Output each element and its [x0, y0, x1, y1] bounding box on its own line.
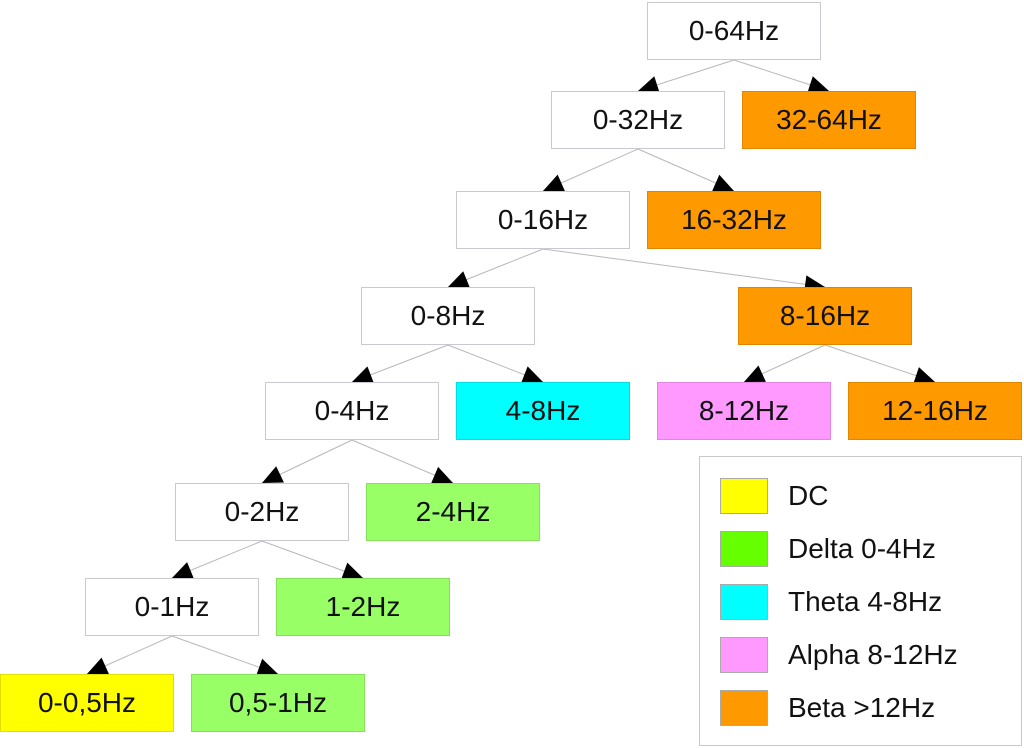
- legend-label-dc: DC: [788, 480, 829, 511]
- edge-arrowhead: [521, 366, 543, 384]
- edge-arrowhead: [913, 367, 935, 385]
- legend-label-alpha: Alpha 8-12Hz: [788, 639, 958, 670]
- node-0-8hz: 0-8Hz: [361, 287, 535, 345]
- legend-item-alpha: Alpha 8-12Hz: [720, 637, 958, 673]
- node-32-64hz: 32-64Hz: [742, 91, 916, 149]
- node-0-32hz: 0-32Hz: [551, 91, 725, 149]
- edge-arrowhead: [341, 562, 363, 580]
- node-0-4hz: 0-4Hz: [265, 382, 439, 440]
- node-4-8hz: 4-8Hz: [456, 382, 630, 440]
- node-16-32hz: 16-32Hz: [647, 191, 821, 249]
- edge-arrowhead: [256, 658, 278, 676]
- node-0-0-5hz: 0-0,5Hz: [0, 674, 174, 732]
- legend-item-dc: DC: [720, 478, 828, 514]
- node-2-4hz: 2-4Hz: [366, 483, 540, 541]
- edge-arrowhead: [638, 76, 660, 94]
- legend: DC Delta 0-4Hz Theta 4-8Hz Alpha 8-12Hz …: [699, 456, 1022, 746]
- legend-swatch-alpha: [720, 637, 768, 673]
- node-0-5-1hz: 0,5-1Hz: [191, 674, 365, 732]
- legend-label-theta: Theta 4-8Hz: [788, 586, 943, 617]
- edge-arrowhead: [431, 466, 453, 484]
- node-0-64hz: 0-64Hz: [647, 2, 821, 60]
- legend-item-beta: Beta >12Hz: [720, 690, 935, 726]
- legend-swatch-theta: [720, 584, 768, 620]
- legend-label-beta: Beta >12Hz: [788, 692, 936, 723]
- edge-line: [542, 248, 826, 288]
- edge-arrowhead: [262, 466, 284, 483]
- edge-arrowhead: [87, 657, 109, 675]
- edge-arrowhead: [807, 76, 829, 94]
- node-1-2hz: 1-2Hz: [276, 578, 450, 636]
- legend-swatch-delta: [720, 531, 768, 567]
- node-8-16hz: 8-16Hz: [738, 287, 912, 345]
- node-8-12hz: 8-12Hz: [657, 382, 831, 440]
- node-0-16hz: 0-16Hz: [456, 191, 630, 249]
- legend-item-delta: Delta 0-4Hz: [720, 531, 936, 567]
- legend-swatch-dc: [720, 478, 768, 514]
- legend-item-theta: Theta 4-8Hz: [720, 584, 942, 620]
- node-12-16hz: 12-16Hz: [848, 382, 1022, 440]
- node-0-2hz: 0-2Hz: [175, 483, 349, 541]
- edge-arrowhead: [744, 365, 766, 382]
- edge-arrowhead: [448, 271, 470, 288]
- edge-arrowhead: [712, 174, 734, 192]
- edge-arrowhead: [543, 174, 565, 192]
- edge-arrowhead: [172, 562, 194, 579]
- legend-swatch-beta: [720, 690, 768, 726]
- legend-label-delta: Delta 0-4Hz: [788, 533, 936, 564]
- edge-arrowhead: [352, 366, 374, 384]
- node-0-1hz: 0-1Hz: [85, 578, 259, 636]
